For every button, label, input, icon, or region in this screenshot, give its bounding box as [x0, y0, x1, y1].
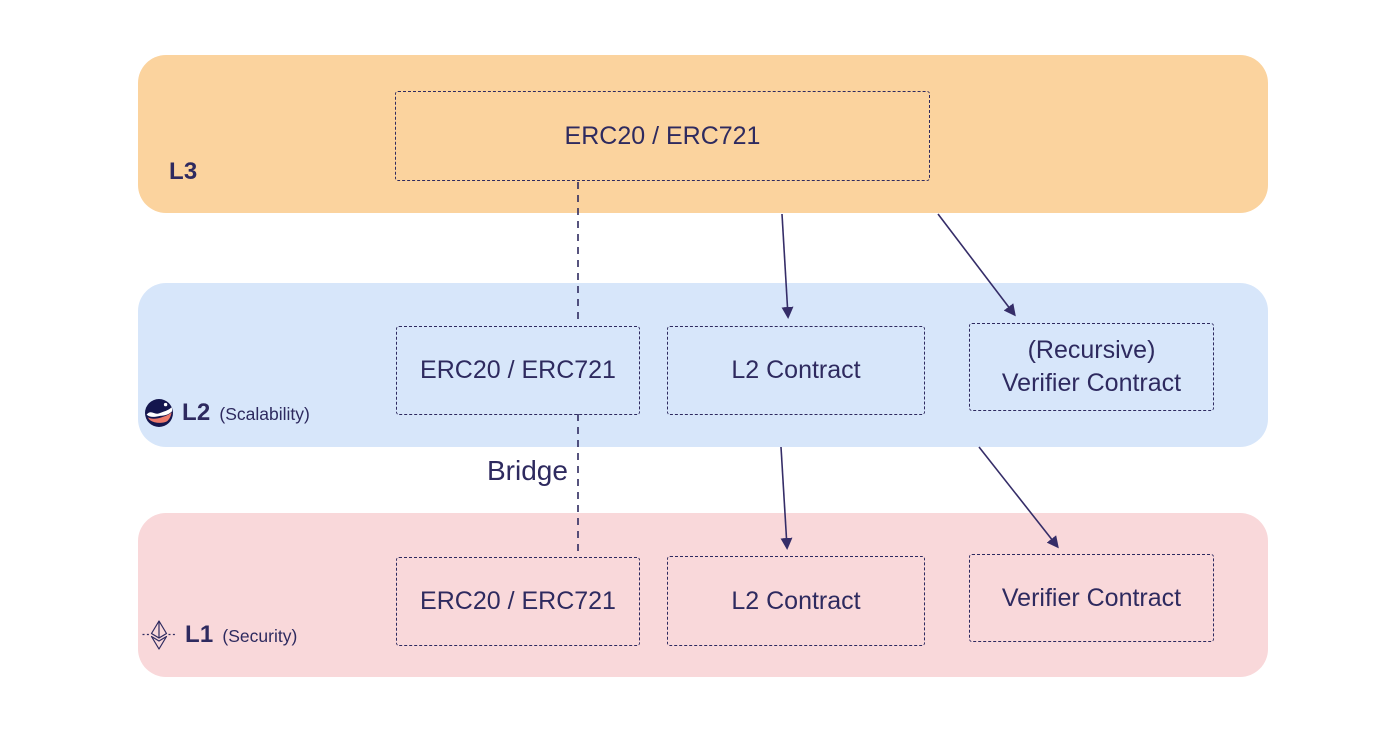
band-label-text: L1 — [185, 621, 214, 648]
node-label: ERC20 / ERC721 — [420, 587, 616, 615]
node-l3-erc20-erc721: ERC20 / ERC721 — [395, 91, 930, 181]
band-label-l1: L1 (Security) — [142, 619, 297, 651]
band-l3 — [138, 55, 1268, 213]
band-label-text: L2 — [182, 399, 211, 426]
node-label: L2 Contract — [731, 586, 861, 615]
band-sublabel-text: (Scalability) — [219, 403, 310, 424]
node-label: ERC20 / ERC721 — [420, 356, 616, 384]
starknet-logo-icon — [145, 399, 173, 427]
band-label-l2: L2 (Scalability) — [145, 399, 310, 427]
node-label-line1: (Recursive) — [1027, 336, 1156, 364]
band-l1 — [138, 513, 1268, 677]
bridge-label: Bridge — [487, 455, 568, 486]
node-label-line2: Verifier Contract — [1001, 369, 1182, 397]
node-l2-recursive-verifier-contract: (Recursive) Verifier Contract — [969, 323, 1214, 411]
band-l2 — [138, 283, 1268, 447]
node-l1-l2-contract: L2 Contract — [667, 556, 925, 646]
node-label: L2 Contract — [731, 356, 861, 384]
band-label-l3: L3 — [169, 158, 197, 186]
band-label-text: L3 — [169, 158, 198, 185]
node-l1-erc20-erc721: ERC20 / ERC721 — [396, 557, 640, 646]
band-sublabel-text: (Security) — [222, 625, 298, 646]
ethereum-logo-icon — [142, 620, 176, 650]
node-l2-contract: L2 Contract — [667, 326, 925, 415]
node-l2-erc20-erc721: ERC20 / ERC721 — [396, 326, 640, 415]
node-l1-verifier-contract: Verifier Contract — [969, 554, 1214, 642]
node-label: ERC20 / ERC721 — [564, 121, 761, 150]
node-label: Verifier Contract — [1001, 583, 1182, 612]
